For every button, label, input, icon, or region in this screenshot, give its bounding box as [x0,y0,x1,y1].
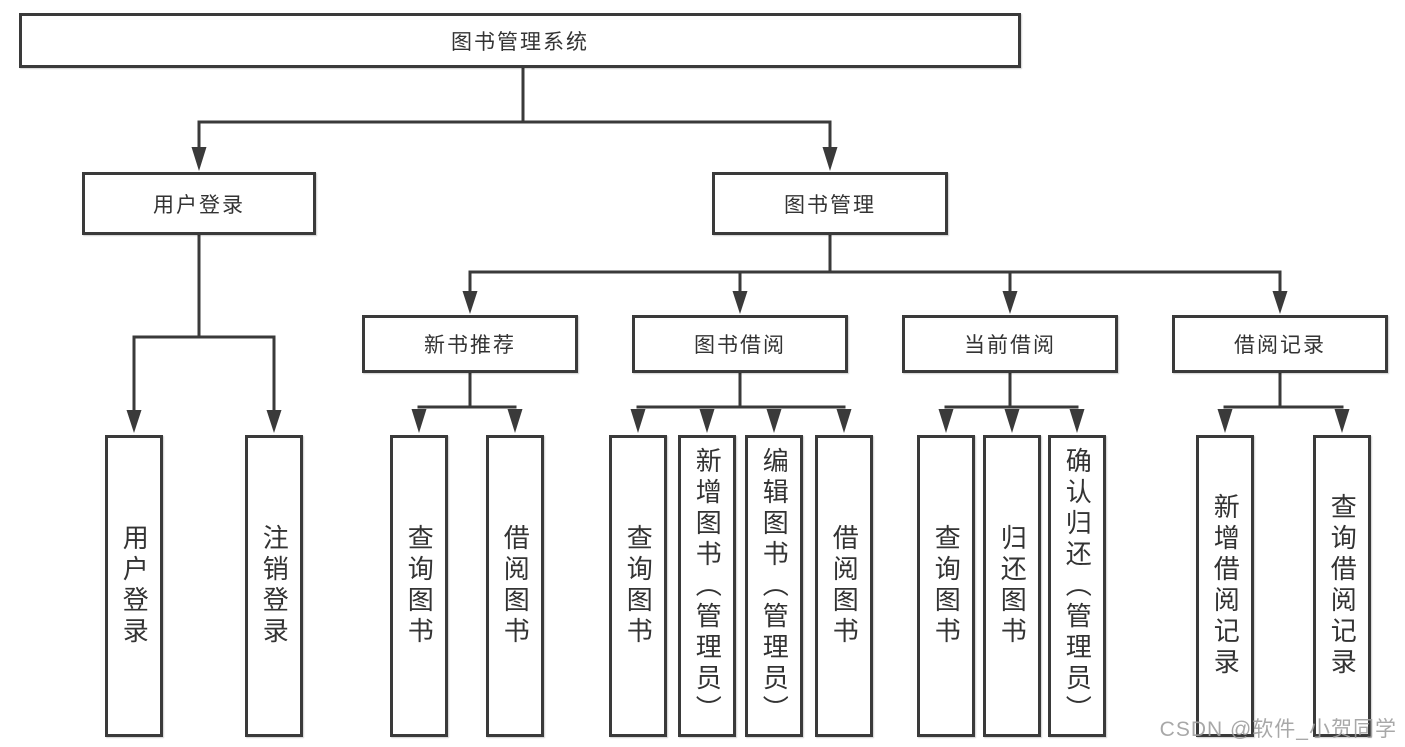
node-label: 新增图书（管理员） [692,446,723,726]
node-label: 用户登录 [119,524,150,648]
node-library-management-system: 图书管理系统 [19,13,1021,68]
leaf-edit-book-admin: 编辑图书（管理员） [745,435,803,737]
node-label: 查询图书 [404,524,435,648]
node-label: 用户登录 [153,193,245,217]
node-label: 查询图书 [931,524,962,648]
node-label: 编辑图书（管理员） [759,446,790,726]
node-label: 图书管理系统 [451,30,589,54]
leaf-query-books-current: 查询图书 [917,435,975,737]
node-label: 查询图书 [623,524,654,648]
node-label: 图书管理 [784,193,876,217]
node-label: 查询借阅记录 [1327,493,1358,679]
node-label: 确认归还（管理员） [1062,446,1093,726]
csdn-watermark: CSDN @软件_小贺同学 [1159,718,1397,741]
node-label: 新增借阅记录 [1210,493,1241,679]
leaf-return-books: 归还图书 [983,435,1041,737]
leaf-query-books-recommend: 查询图书 [390,435,448,737]
node-label: 借阅图书 [500,524,531,648]
leaf-query-borrow-record: 查询借阅记录 [1313,435,1371,737]
leaf-confirm-return-admin: 确认归还（管理员） [1048,435,1106,737]
leaf-add-book-admin: 新增图书（管理员） [678,435,736,737]
node-label: 归还图书 [997,524,1028,648]
node-current-borrowing: 当前借阅 [902,315,1118,373]
node-label: 借阅图书 [829,524,860,648]
node-label: 当前借阅 [964,334,1056,357]
node-book-management: 图书管理 [712,172,948,235]
node-new-book-recommendation: 新书推荐 [362,315,578,373]
leaf-logout: 注销登录 [245,435,303,737]
leaf-borrow-books: 借阅图书 [815,435,873,737]
node-label: 借阅记录 [1234,334,1326,357]
leaf-user-login: 用户登录 [105,435,163,737]
leaf-query-books-borrowing: 查询图书 [609,435,667,737]
node-borrowing-records: 借阅记录 [1172,315,1388,373]
leaf-borrow-books-recommend: 借阅图书 [486,435,544,737]
node-book-borrowing: 图书借阅 [632,315,848,373]
node-label: 注销登录 [259,524,290,648]
leaf-add-borrow-record: 新增借阅记录 [1196,435,1254,737]
node-user-login: 用户登录 [82,172,316,235]
node-label: 图书借阅 [694,334,786,357]
node-label: 新书推荐 [424,334,516,357]
